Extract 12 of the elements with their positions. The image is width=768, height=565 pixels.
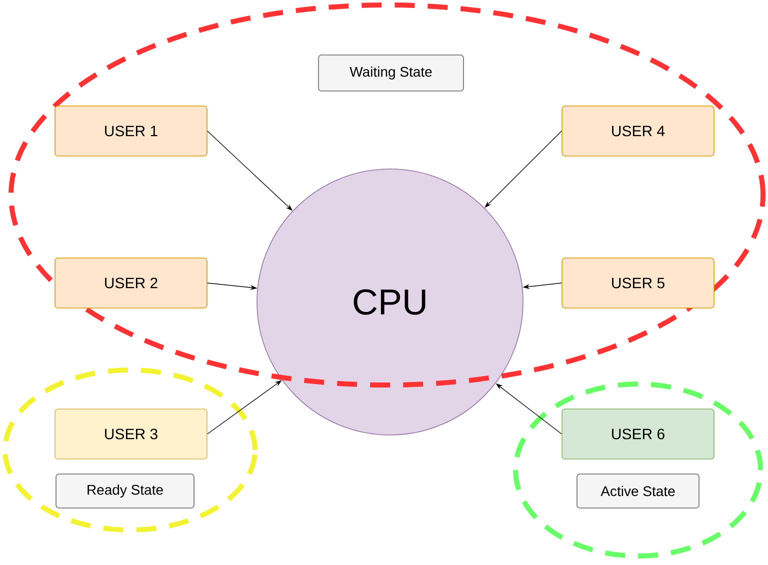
state-label-box: Active State <box>576 474 700 508</box>
state-label-box: Ready State <box>56 474 194 508</box>
dashed-ellipse <box>8 2 766 388</box>
dashed-ellipse <box>2 368 258 532</box>
user-box: USER 5 <box>562 258 714 308</box>
user-box: USER 6 <box>562 408 714 460</box>
user-box: USER 3 <box>54 408 208 460</box>
dashed-ellipse <box>513 382 763 558</box>
state-label-box: Waiting State <box>318 54 464 92</box>
user-box: USER 1 <box>54 106 208 156</box>
user-box: USER 2 <box>54 258 208 308</box>
user-box: USER 4 <box>562 106 714 156</box>
